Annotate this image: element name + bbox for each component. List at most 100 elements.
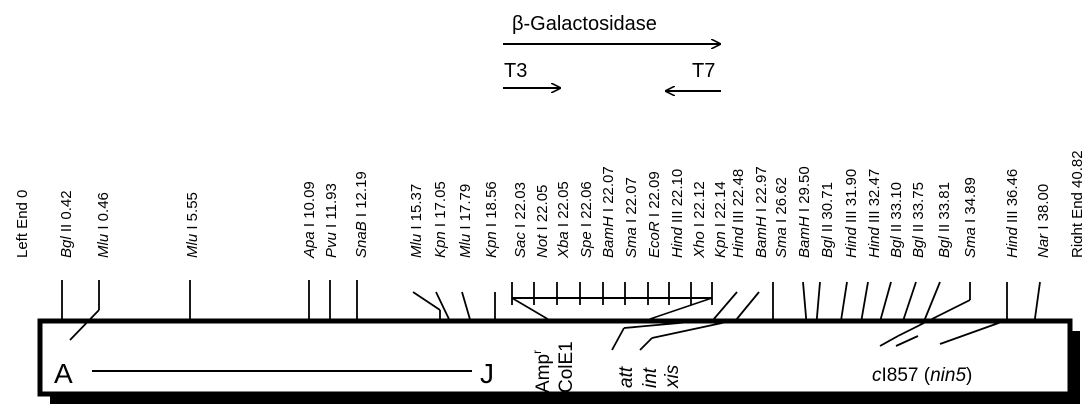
- site-position: 40.82: [1069, 150, 1082, 192]
- site-suffix: I: [962, 219, 979, 227]
- site-suffix: I: [353, 213, 370, 221]
- site-suffix: I: [301, 223, 318, 231]
- site-suffix: I: [432, 223, 449, 231]
- site-label: Bgl II 0.42: [58, 190, 75, 258]
- box-line: [651, 319, 737, 339]
- box-line: [639, 337, 653, 351]
- site-label: Bgl II 30.71: [819, 182, 836, 258]
- chromosome-box: [37, 318, 1073, 397]
- site-position: 22.12: [691, 181, 708, 223]
- site-suffix: I: [323, 224, 340, 232]
- t7-label: T7: [692, 60, 715, 82]
- site-position: 26.62: [773, 177, 790, 219]
- site-line: [735, 291, 760, 321]
- site-enzyme: Mlu: [184, 233, 201, 258]
- site-label: Hind III 22.48: [730, 169, 747, 258]
- site-suffix: I: [712, 223, 729, 231]
- box-line: [895, 335, 919, 347]
- site-position: 0: [14, 190, 31, 203]
- site-suffix: I: [578, 223, 595, 231]
- site-suffix: II: [910, 224, 927, 237]
- site-position: 22.05: [555, 181, 572, 223]
- t3-label: T3: [504, 60, 527, 82]
- site-suffix: I: [512, 224, 529, 232]
- gene-a-label: A: [54, 358, 73, 389]
- beta-galactosidase-label: β-Galactosidase: [512, 13, 657, 35]
- site-suffix: I: [600, 208, 617, 216]
- site-enzyme: Kpn: [432, 231, 449, 258]
- site-label: Sma I 34.89: [962, 177, 979, 258]
- site-suffix: I: [95, 225, 112, 233]
- site-enzyme: Sma: [623, 227, 640, 258]
- site-position: 33.81: [936, 182, 953, 224]
- site-position: 18.56: [483, 181, 500, 223]
- site-position: 22.97: [753, 166, 770, 208]
- site-label: Hind III 31.90: [843, 169, 860, 258]
- site-enzyme: Bgl: [819, 236, 836, 258]
- site-suffix: III: [843, 210, 860, 227]
- site-suffix: I: [753, 208, 770, 216]
- site-position: 22.06: [578, 181, 595, 223]
- site-label: BamH I 22.07: [600, 166, 617, 258]
- site-label: Hind III 36.46: [1004, 169, 1021, 258]
- site-label: Kpn I 18.56: [483, 181, 500, 258]
- site-enzyme: Pvu: [323, 231, 340, 258]
- site-label: Xho I 22.12: [691, 181, 708, 259]
- site-label: Left End 0: [14, 190, 31, 258]
- site-enzyme: Hind: [1004, 226, 1021, 258]
- site-enzyme: Spe: [578, 231, 595, 258]
- box-line: [879, 335, 899, 347]
- site-line: [712, 291, 738, 321]
- site-position: 22.48: [730, 169, 747, 211]
- site-suffix: III: [669, 210, 686, 227]
- site-suffix: I: [691, 223, 708, 231]
- site-suffix: II: [819, 224, 836, 237]
- site-enzyme: SnaB: [353, 221, 370, 258]
- site-label: Sma I 22.07: [623, 177, 640, 258]
- site-enzyme: Sma: [773, 227, 790, 258]
- site-label: Right End 40.82: [1069, 150, 1082, 258]
- site-label: Mlu I 15.37: [408, 184, 425, 258]
- site-enzyme: Right End: [1069, 192, 1082, 258]
- site-enzyme: Xba: [555, 231, 572, 259]
- site-enzyme: BamH: [796, 216, 813, 258]
- site-enzyme: Hind: [669, 226, 686, 258]
- site-suffix: I: [1035, 225, 1052, 233]
- site-suffix: II: [58, 224, 75, 237]
- site-position: 22.07: [600, 166, 617, 208]
- site-label: Pvu I 11.93: [323, 183, 340, 258]
- site-suffix: III: [1004, 210, 1021, 227]
- site-label: Apa I 10.09: [301, 181, 318, 259]
- site-position: 17.79: [457, 184, 474, 226]
- cole1-label: ColE1: [556, 341, 577, 393]
- site-label: Bgl II 33.10: [888, 182, 905, 258]
- att-label: att: [616, 366, 637, 388]
- site-enzyme: Sma: [962, 227, 979, 258]
- site-suffix: I: [408, 225, 425, 233]
- site-position: 12.19: [353, 171, 370, 213]
- site-label: Not I 22.05: [534, 185, 551, 258]
- site-position: 36.46: [1004, 169, 1021, 211]
- site-label: Sma I 26.62: [773, 177, 790, 258]
- site-suffix: I: [646, 213, 663, 221]
- site-label: Spe I 22.06: [578, 181, 595, 258]
- site-label: Bgl II 33.75: [910, 182, 927, 258]
- site-enzyme: Mlu: [95, 233, 112, 258]
- site-label: Bgl II 33.81: [936, 182, 953, 258]
- site-position: 0.42: [58, 190, 75, 223]
- site-suffix: I: [184, 225, 201, 233]
- site-label: SnaB I 12.19: [353, 171, 370, 258]
- site-position: 29.50: [796, 166, 813, 208]
- site-enzyme: Kpn: [712, 231, 729, 258]
- site-label: Hind III 22.10: [669, 169, 686, 258]
- site-enzyme: Kpn: [483, 231, 500, 258]
- site-enzyme: BamH: [753, 216, 770, 258]
- int-label: int: [640, 367, 661, 388]
- site-position: 22.03: [512, 182, 529, 224]
- site-position: 22.09: [646, 171, 663, 213]
- site-suffix: III: [866, 210, 883, 227]
- site-enzyme: Sac: [512, 232, 529, 258]
- site-suffix: II: [936, 224, 953, 237]
